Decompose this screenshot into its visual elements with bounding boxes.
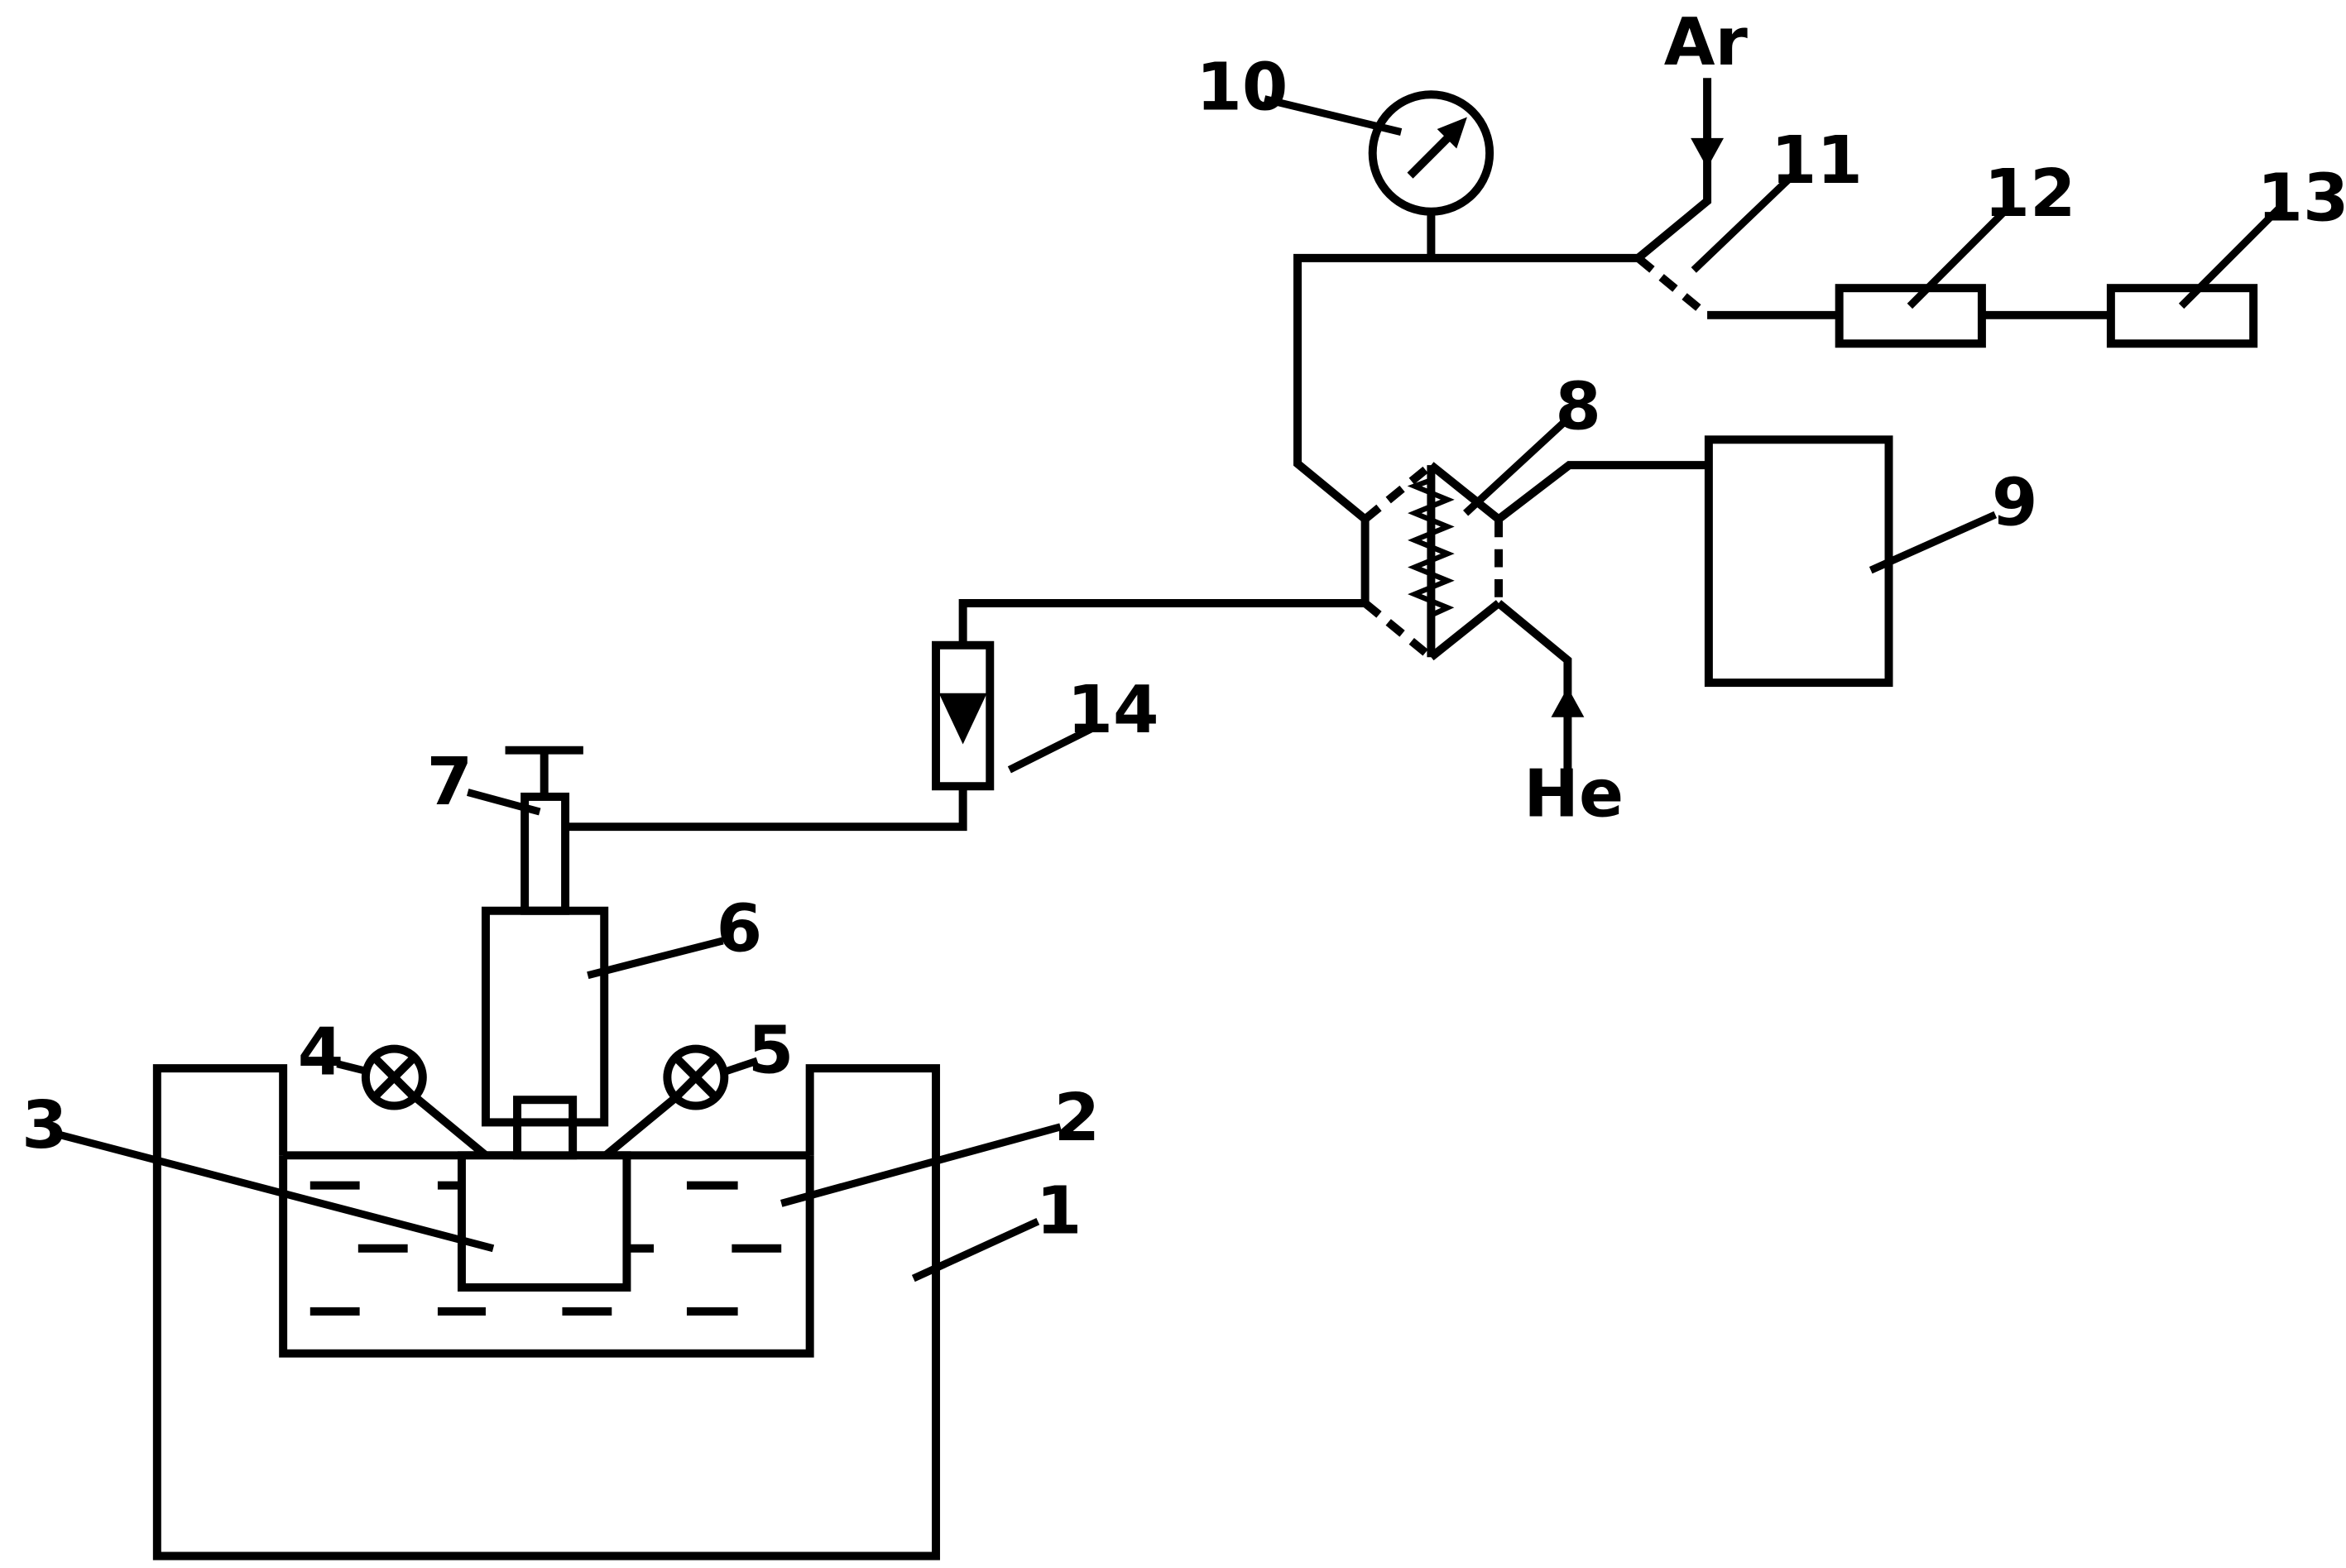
outlet-13 xyxy=(2106,284,2258,348)
port-4 xyxy=(361,1044,489,1159)
label-6: 6 xyxy=(717,890,763,967)
pipe-flowmeter-to-column xyxy=(958,598,1365,645)
component-labels: 1 2 3 4 5 6 7 8 9 10 11 12 13 14 Ar He xyxy=(22,3,2346,1249)
label-argon: Ar xyxy=(1664,3,1749,80)
label-7: 7 xyxy=(427,743,473,820)
outer-vessel xyxy=(152,1064,940,1561)
helium-inlet xyxy=(1495,600,1585,778)
label-12: 12 xyxy=(1984,155,2075,232)
pipe-column-to-manifold xyxy=(1293,253,1638,523)
label-4: 4 xyxy=(298,1013,344,1090)
reactor-neck xyxy=(513,1096,578,1160)
upper-chamber xyxy=(481,906,609,1127)
label-3: 3 xyxy=(22,1086,68,1163)
label-1: 1 xyxy=(1036,1172,1082,1249)
trap-12 xyxy=(1835,284,1986,348)
separation-column xyxy=(1360,462,1503,661)
label-14: 14 xyxy=(1067,671,1159,748)
pressure-gauge xyxy=(1368,90,1494,258)
reactor-cell xyxy=(457,1151,631,1292)
leader-lines xyxy=(56,95,2282,1283)
label-9: 9 xyxy=(1992,464,2038,541)
pipe-valve-to-flowmeter xyxy=(565,786,967,832)
needle-valve xyxy=(505,746,583,915)
port-5 xyxy=(602,1044,729,1159)
argon-inlet xyxy=(1635,78,1725,261)
label-13: 13 xyxy=(2257,160,2346,237)
flowmeter xyxy=(931,640,995,791)
label-11: 11 xyxy=(1771,122,1863,199)
label-helium: He xyxy=(1523,755,1624,832)
pipe-column-to-detector xyxy=(1495,461,1709,523)
detector-unit xyxy=(1704,435,1893,688)
junction-valve xyxy=(1635,255,1710,319)
label-10: 10 xyxy=(1196,48,1288,125)
label-2: 2 xyxy=(1054,1079,1101,1156)
label-5: 5 xyxy=(748,1012,794,1089)
label-8: 8 xyxy=(1555,368,1601,445)
